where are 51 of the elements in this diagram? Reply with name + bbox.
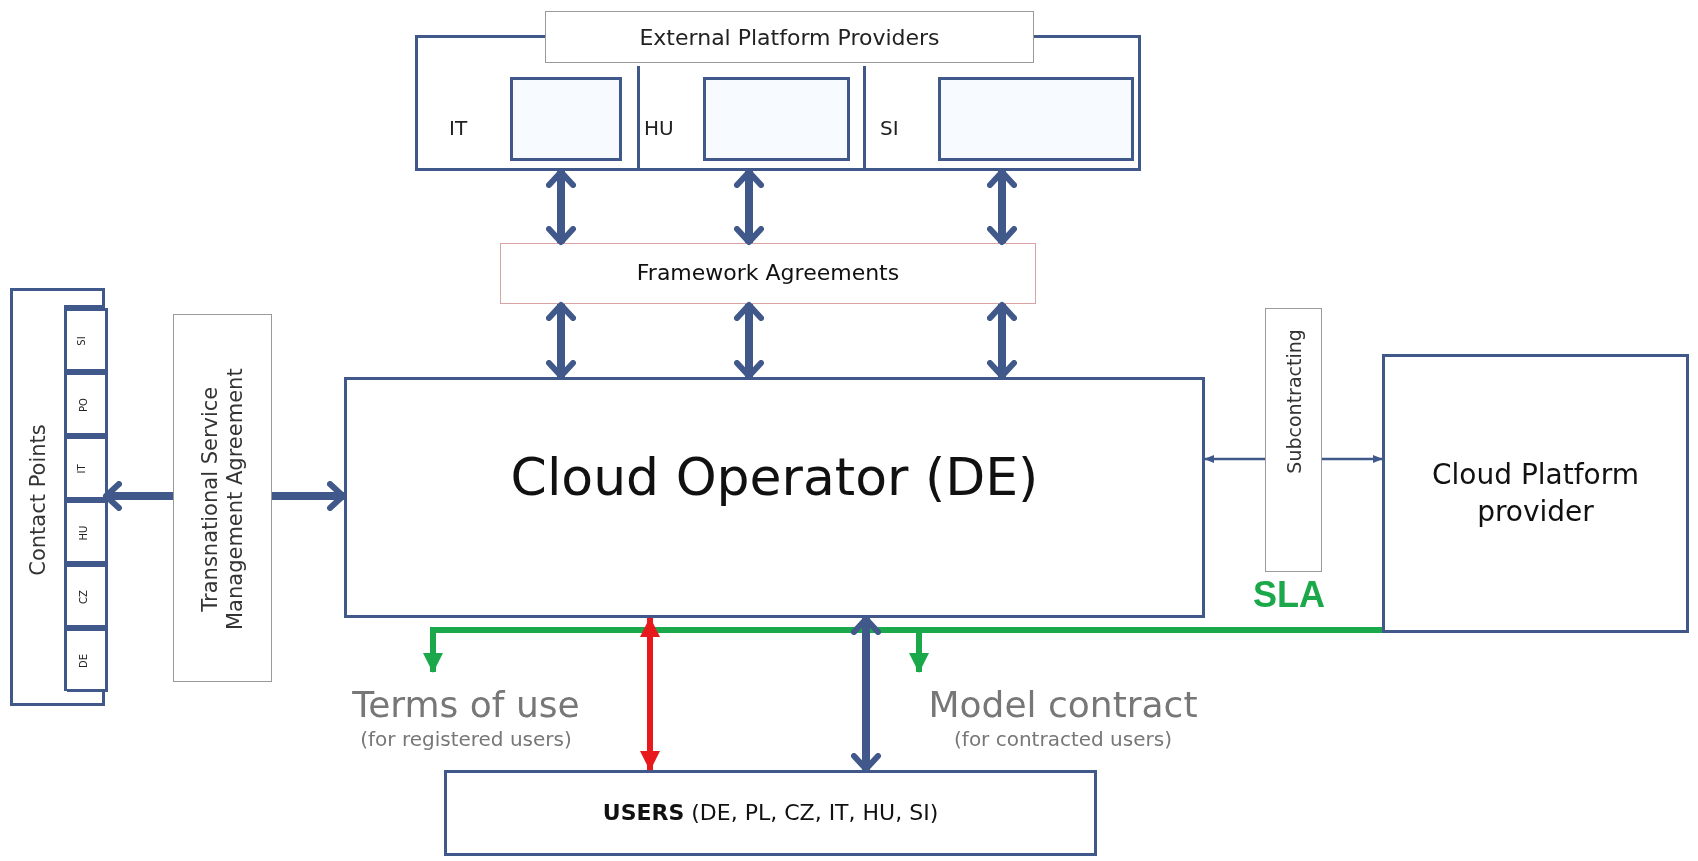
- contract-title: Terms of use: [352, 683, 580, 727]
- provider-box: [703, 77, 850, 161]
- country-cell: [67, 628, 108, 692]
- provider-box: [938, 77, 1134, 161]
- country-cell: [67, 436, 108, 500]
- operator-box: [344, 377, 1205, 618]
- subcontracting-box: [1265, 308, 1322, 572]
- box-label: Framework Agreements: [636, 259, 900, 288]
- contract-note: (for contracted users): [954, 727, 1172, 752]
- arrow: [1204, 455, 1265, 463]
- double-arrow: [851, 616, 881, 772]
- double-arrow: [987, 302, 1017, 379]
- cell-label: IT: [75, 464, 88, 474]
- contact-points-box: [10, 288, 105, 706]
- country-label: SI: [880, 116, 899, 140]
- contract-title: Model contract: [928, 683, 1198, 727]
- box-label: Cloud Operator (DE): [510, 445, 1039, 509]
- double-arrow: [640, 617, 660, 771]
- arrow: [909, 627, 1382, 673]
- users-box: [444, 770, 1097, 856]
- country-cell: [67, 308, 108, 372]
- box-label: Transnational Service Management Agreement: [197, 367, 248, 632]
- cell-label: DE: [78, 654, 90, 668]
- agreement-box: [173, 314, 272, 682]
- double-arrow: [734, 169, 764, 245]
- arrow: [272, 481, 346, 511]
- sla-label: SLA: [1253, 574, 1325, 616]
- country-label: HU: [644, 116, 674, 140]
- double-arrow: [546, 302, 576, 379]
- cell-label: PO: [77, 398, 90, 412]
- double-arrow: [546, 169, 576, 245]
- box-label: USERS (DE, PL, CZ, IT, HU, SI): [602, 798, 939, 827]
- cell-label: CZ: [77, 590, 90, 604]
- cell-label: SI: [75, 336, 88, 346]
- provider-box: [510, 77, 622, 161]
- double-arrow: [987, 169, 1017, 245]
- country-label: IT: [449, 116, 468, 140]
- heading-box: External Platform Providers: [545, 11, 1034, 63]
- double-arrow: [734, 302, 764, 379]
- arrow: [1322, 455, 1383, 463]
- country-cell: [67, 372, 108, 436]
- cell-label: HU: [78, 525, 91, 541]
- provider-box: [1382, 354, 1689, 633]
- arrow: [103, 481, 173, 511]
- agreement-box: [500, 243, 1036, 304]
- country-cell: [67, 564, 108, 628]
- box-label: Subcontracting: [1282, 327, 1305, 476]
- box-label: Cloud Platform provider: [1431, 457, 1640, 530]
- country-cell: [67, 500, 108, 564]
- contract-note: (for registered users): [360, 727, 572, 752]
- box-label: Contact Points: [25, 423, 51, 578]
